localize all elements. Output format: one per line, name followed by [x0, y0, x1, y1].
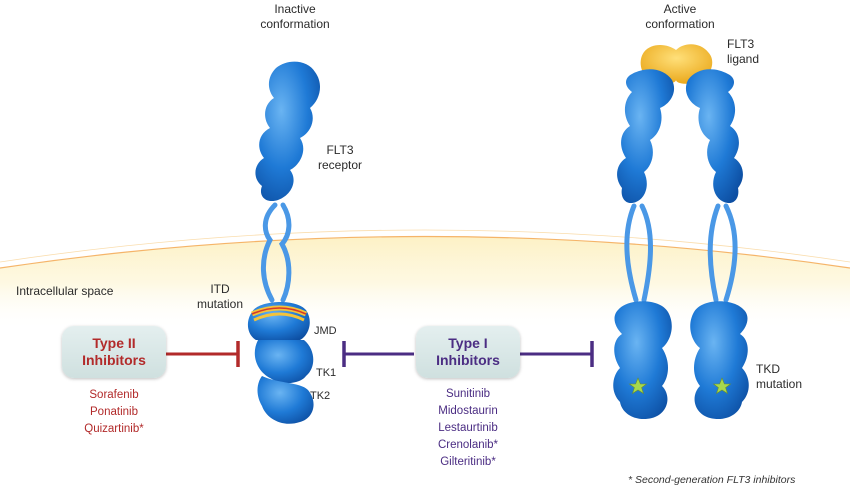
receptor-label-line1: FLT3 [326, 143, 354, 157]
active-label-line2: conformation [645, 17, 715, 31]
tk1-domain [254, 340, 314, 384]
tkd-label-line1: TKD [756, 362, 780, 376]
type1-inhibition-line-left [342, 341, 414, 367]
drug-sunitinib: Sunitinib [445, 388, 491, 400]
tkd-mutation-star-right [712, 377, 732, 395]
ligand-label-line2: ligand [727, 52, 760, 66]
itd-label-line2: mutation [196, 297, 244, 311]
drug-ponatinib: Ponatinib [90, 406, 138, 418]
drug-lestaurtinib: Lestaurtinib [438, 422, 498, 434]
type1-inhibition-line-right [520, 341, 594, 367]
jmd-label: JMD [314, 325, 337, 337]
receptor-label-line2: receptor [317, 158, 363, 172]
tkd-mutation-star-left [628, 377, 648, 395]
flt3-receptor-label: FLT3 receptor [305, 143, 375, 173]
drug-crenolanib: Crenolanib* [437, 439, 499, 451]
tkd-label-line2: mutation [756, 377, 803, 391]
type1-drug-list: Sunitinib Midostaurin Lestaurtinib Creno… [410, 386, 526, 471]
type2-inhibitors-box: Type II Inhibitors [62, 326, 166, 378]
type1-inhibitors-box: Type I Inhibitors [416, 326, 520, 378]
extracellular-domain-top [255, 61, 321, 202]
inactive-conformation-label: Inactive conformation [240, 2, 350, 32]
ligand-label-line1: FLT3 [727, 37, 755, 51]
type2-inhibition-line [166, 341, 240, 367]
type2-title-line1: Type II [92, 335, 136, 351]
type2-drug-list: Sorafenib Ponatinib Quizartinib* [62, 387, 166, 438]
drug-midostaurin: Midostaurin [438, 405, 498, 417]
tkd-mutation-label: TKD mutation [756, 362, 802, 392]
tk2-domain [257, 376, 314, 424]
flt3-receptor-inactive [247, 61, 321, 424]
tk2-label: TK2 [310, 390, 331, 402]
active-conformation-label: Active conformation [625, 2, 735, 32]
itd-mutation-label: ITD mutation [185, 282, 255, 312]
drug-sorafenib: Sorafenib [89, 389, 139, 401]
flt3-receptor-active [613, 44, 749, 420]
tk1-label: TK1 [316, 367, 337, 379]
intracellular-space-label: Intracellular space [16, 284, 114, 298]
type1-title-line2: Inhibitors [436, 352, 500, 368]
flt3-ligand-label: FLT3 ligand [727, 37, 759, 67]
type1-title-line1: Type I [448, 335, 488, 351]
inactive-label-line2: conformation [260, 17, 330, 31]
drug-quizartinib: Quizartinib* [84, 423, 144, 435]
type2-title-line2: Inhibitors [82, 352, 146, 368]
itd-label-line1: ITD [210, 282, 230, 296]
inactive-label-line1: Inactive [274, 2, 316, 16]
active-label-line1: Active [663, 2, 697, 16]
linker-loop [260, 202, 278, 303]
footnote: * Second-generation FLT3 inhibitors [628, 474, 796, 486]
drug-gilteritinib: Gilteritinib* [440, 456, 496, 468]
